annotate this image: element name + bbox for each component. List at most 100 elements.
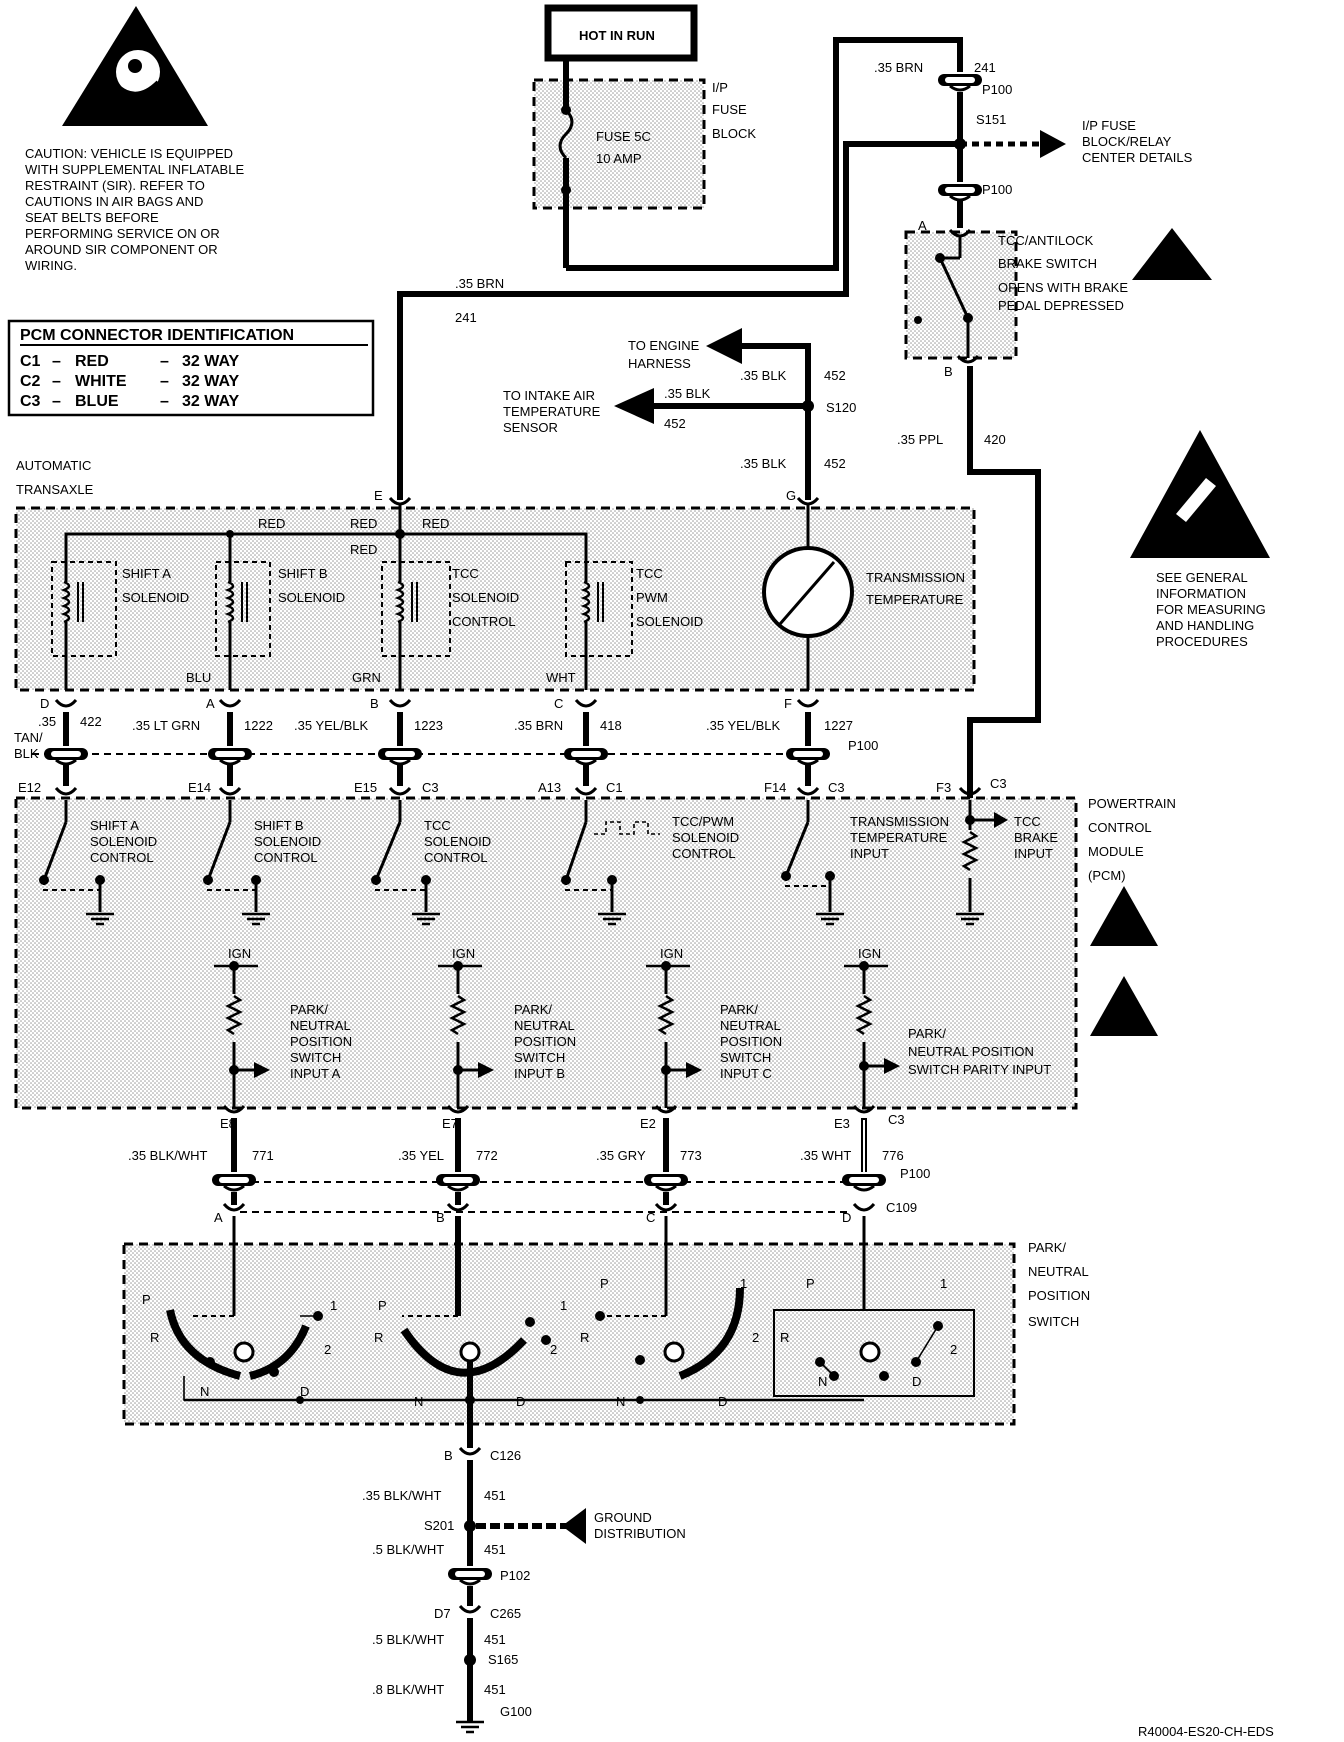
pcm-pin: A13 (538, 780, 561, 795)
output-switch: SHIFT A SOLENOID CONTROL (39, 800, 157, 926)
arrow-icon (884, 1058, 900, 1074)
connector-id: C3 (422, 780, 439, 795)
pcm-id-conn: C3 (20, 393, 41, 410)
pns-pos-d: D (300, 1384, 309, 1399)
connector-c109: C109 (886, 1200, 917, 1215)
input-label: PARK/ (908, 1026, 946, 1041)
pcm-pin: F3 (936, 780, 951, 795)
wire-circuit: 451 (484, 1632, 506, 1647)
fuse-rating: 10 AMP (596, 151, 642, 166)
pin-label: C (554, 696, 563, 711)
wire-gauge: .5 BLK/WHT (372, 1542, 444, 1557)
input-label: INPUT C (720, 1066, 772, 1081)
output-label: CONTROL (672, 846, 736, 861)
wire-color-red: RED (350, 542, 377, 557)
pin-label: A (206, 696, 215, 711)
sir-warning-icon (1090, 976, 1158, 1036)
wire-circuit: 241 (455, 310, 477, 325)
output-label: SOLENOID (424, 834, 491, 849)
pin-label: B (944, 364, 953, 379)
wire-gauge: .35 YEL/BLK (294, 718, 369, 733)
pcm-id-way: 32 WAY (182, 393, 240, 410)
output-label: TCC (424, 818, 451, 833)
wire-color-red: RED (258, 516, 285, 531)
input-label: PARK/ (720, 1002, 758, 1017)
input-label: SWITCH (514, 1050, 565, 1065)
input-label: NEUTRAL (290, 1018, 351, 1033)
connector-p102: P102 (500, 1568, 530, 1583)
output-label: TCC (1014, 814, 1041, 829)
output-switch: TCC/PWM SOLENOID CONTROL (561, 800, 739, 926)
wire-gauge: .35 WHT (800, 1148, 851, 1163)
output-label: BRAKE (1014, 830, 1058, 845)
temperature-input: TRANSMISSION TEMPERATURE INPUT (781, 800, 949, 926)
pcm-pin: F14 (764, 780, 786, 795)
pns-input: IGN PARK/ NEUTRAL POSITION SWITCH PARITY… (844, 946, 1051, 1108)
pcm-id-way: 32 WAY (182, 353, 240, 370)
fuse-block-label: FUSE (712, 102, 747, 117)
connector-p100: P100 (982, 182, 1012, 197)
input-label: SWITCH (720, 1050, 771, 1065)
pcm-id-way: 32 WAY (182, 373, 240, 390)
pns-section: P R N D 1 2 (374, 1242, 567, 1409)
output-label: SHIFT A (90, 818, 139, 833)
pns-pos-2: 2 (324, 1342, 331, 1357)
caution-line: PERFORMING SERVICE ON OR (25, 226, 220, 241)
input-label: PARK/ (290, 1002, 328, 1017)
splice-s151: S151 (976, 112, 1006, 127)
wire-gauge: .35 BLK (740, 368, 787, 383)
document-id: R40004-ES20-CH-EDS (1138, 1724, 1274, 1739)
wire-circuit: 418 (600, 718, 622, 733)
arrow-icon (478, 1062, 494, 1078)
pns-pos-n: N (616, 1394, 625, 1409)
wire-color: WHT (546, 670, 576, 685)
tcc-brake-input: TCC BRAKE INPUT (954, 800, 1058, 926)
circuit-452: TO ENGINE HARNESS .35 BLK 452 .35 BLK 45… (503, 328, 856, 500)
wire-gauge: .35 BLK/WHT (362, 1488, 442, 1503)
pcm-label: POWERTRAIN (1088, 796, 1176, 811)
pns-pos-1: 1 (330, 1298, 337, 1313)
wire-circuit: 452 (824, 456, 846, 471)
wire-gauge: .35 BLK (664, 386, 711, 401)
temperature-label: TRANSMISSION (866, 570, 965, 585)
ground-distribution-label: DISTRIBUTION (594, 1526, 686, 1541)
pcm-id-color: BLUE (75, 393, 119, 410)
caution-line: SEAT BELTS BEFORE (25, 210, 159, 225)
pcm-pin: E8 (220, 1116, 236, 1131)
transaxle-label: AUTOMATIC (16, 458, 91, 473)
pcm-label: CONTROL (1088, 820, 1152, 835)
wire-gauge: .5 BLK/WHT (372, 1632, 444, 1647)
wire-color: BLU (186, 670, 211, 685)
wire-circuit: 1227 (824, 718, 853, 733)
pns-section: P R N D 1 2 (773, 1242, 975, 1397)
splice-s165: S165 (488, 1652, 518, 1667)
input-label: NEUTRAL (514, 1018, 575, 1033)
wire-color-red: RED (350, 516, 377, 531)
wire-gauge: .35 BLK (740, 456, 787, 471)
output-label: INPUT (850, 846, 889, 861)
wire-circuit: 451 (484, 1488, 506, 1503)
input-label: POSITION (290, 1034, 352, 1049)
fuse-block: HOT IN RUN FUSE 5C 10 AMP I/P FUSE BLOCK (532, 4, 756, 268)
output-label: INPUT (1014, 846, 1053, 861)
arrow-icon (254, 1062, 270, 1078)
pns-pos-1: 1 (740, 1276, 747, 1291)
wire-gauge: .8 BLK/WHT (372, 1682, 444, 1697)
output-label: SOLENOID (90, 834, 157, 849)
transaxle-label: TRANSAXLE (16, 482, 94, 497)
wire-circuit: 451 (484, 1542, 506, 1557)
caution-line: CAUTION: VEHICLE IS EQUIPPED (25, 146, 233, 161)
brake-switch-label: TCC/ANTILOCK (998, 233, 1094, 248)
low-wiring: E8 .35 BLK/WHT 771 A E7 .35 YEL 772 B E2… (128, 1104, 930, 1242)
pcm-pin: E2 (640, 1116, 656, 1131)
wire-gauge: .35 YEL (398, 1148, 444, 1163)
wire-circuit: 1222 (244, 718, 273, 733)
ground-path: B C126 .35 BLK/WHT 451 S201 GROUND DISTR… (362, 1424, 686, 1734)
output-switch: TCC SOLENOID CONTROL (371, 800, 491, 926)
pns-pos-1: 1 (560, 1298, 567, 1313)
esd-note-line: INFORMATION (1156, 586, 1246, 601)
wire-gauge: .35 BRN (874, 60, 923, 75)
input-label: NEUTRAL POSITION (908, 1044, 1034, 1059)
connector-p100: P100 (848, 738, 878, 753)
